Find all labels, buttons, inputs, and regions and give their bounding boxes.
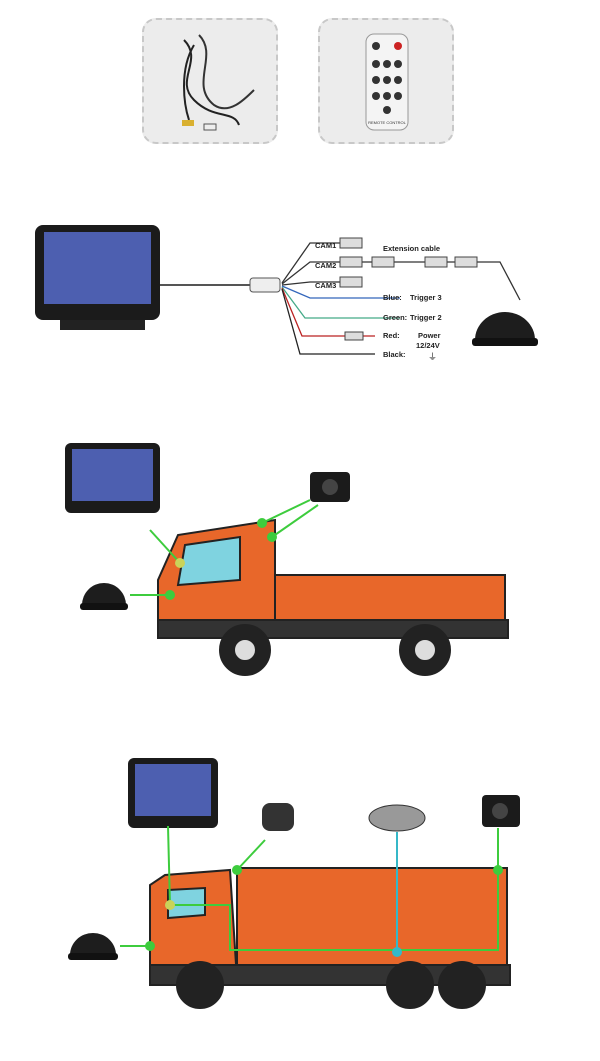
green-wire-label: Green: [383,313,407,322]
backup-camera-icon [482,795,520,827]
red-wire-label: Red: [383,331,400,340]
voltage-label: 12/24V [416,341,440,350]
trigger2-label: Trigger 2 [410,313,442,322]
container-truck-illustration [149,867,511,1009]
cam3-label: CAM3 [315,281,336,290]
remote-label: REMOTE CONTROL [368,120,407,125]
ground-icon: ⏚ [428,352,437,362]
blue-wire-label: Blue: [383,293,402,302]
monitor-icon [128,758,218,828]
monitor-icon [35,225,160,330]
trigger3-label: Trigger 3 [410,293,442,302]
monitor-icon [65,443,160,513]
dome-camera-icon [68,933,118,960]
power-label: Power [418,331,441,340]
extension-cable-label: Extension cable [383,244,440,253]
cam1-label: CAM1 [315,241,336,250]
black-wire-label: Black: [383,350,406,359]
cable-harness-box [142,18,278,144]
flatbed-truck-illustration [157,518,509,676]
cam2-label: CAM2 [315,261,336,270]
side-camera-icon [262,803,294,831]
remote-control-box: REMOTE CONTROL [318,18,454,144]
backup-camera-icon [310,472,350,502]
remote-control-icon: REMOTE CONTROL [365,33,409,131]
cable-harness-icon [182,34,255,131]
surface-camera-icon [368,804,426,832]
dome-camera-icon [472,312,538,346]
dome-camera-icon [80,583,128,610]
